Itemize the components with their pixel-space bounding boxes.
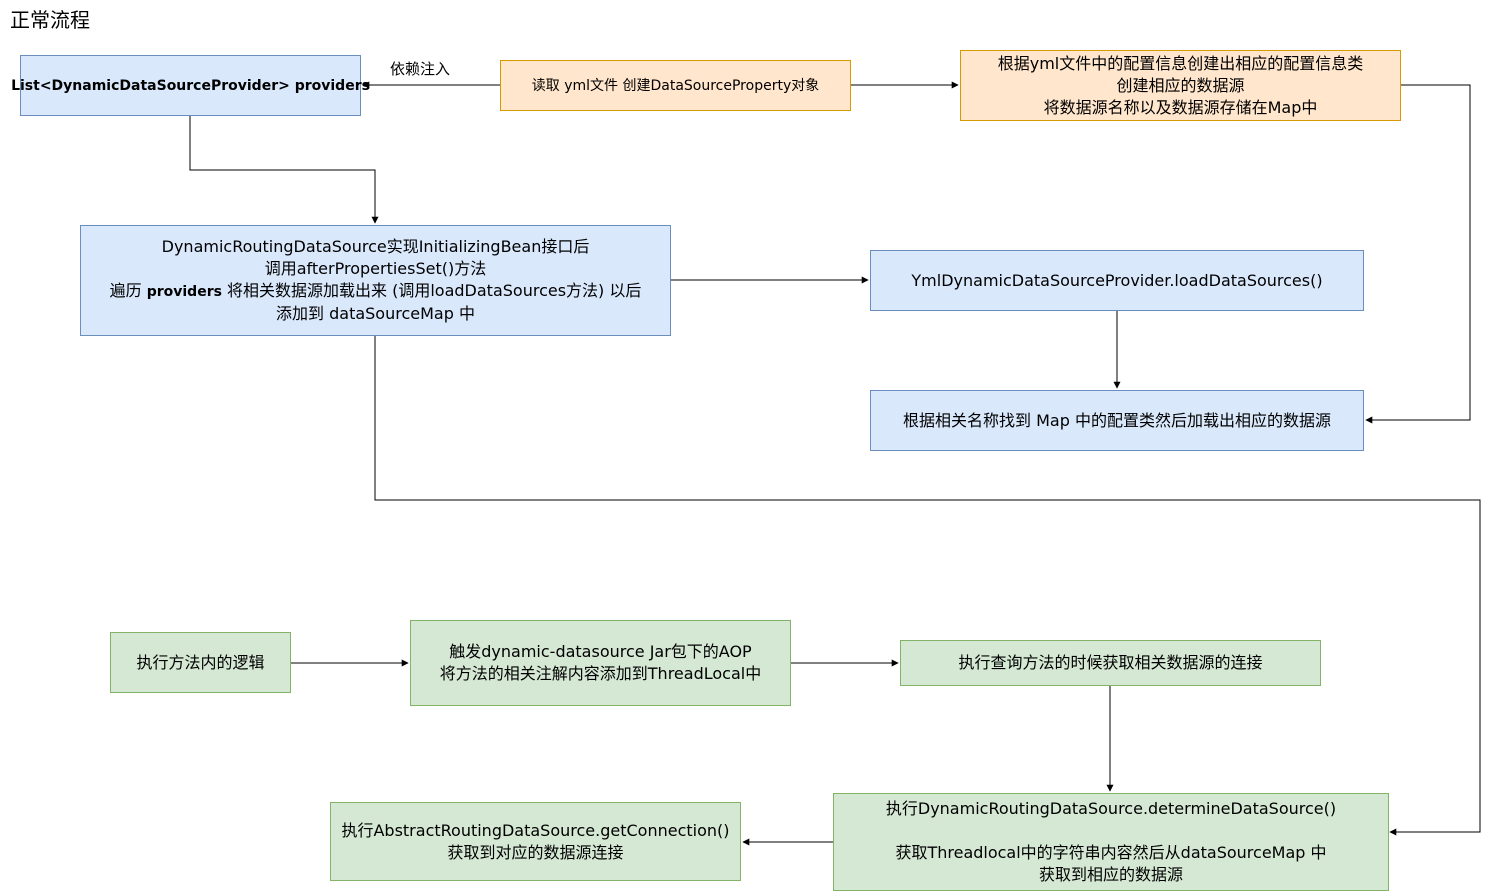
- node-get-connection-line-1: 执行AbstractRoutingDataSource.getConnectio…: [341, 820, 730, 840]
- page-title: 正常流程: [10, 8, 90, 32]
- node-routing-init-line-2: 调用afterPropertiesSet()方法: [264, 259, 487, 278]
- node-exec-method-line-1: 执行方法内的逻辑: [136, 652, 265, 672]
- node-get-connection-line-2: 获取到对应的数据源连接: [447, 842, 624, 862]
- line-3-suffix: 将相关数据源加载出来 (调用loadDataSources方法) 以后: [221, 281, 642, 300]
- line-3-prefix: 遍历: [109, 281, 147, 300]
- node-load-from-map-line-1: 根据相关名称找到 Map 中的配置类然后加载出相应的数据源: [903, 410, 1331, 430]
- node-determine-datasource-line-3: 获取Threadlocal中的字符串内容然后从dataSourceMap 中: [895, 843, 1327, 862]
- node-create-datasource-line-2: 创建相应的数据源: [1116, 75, 1245, 95]
- node-yml-provider-load-line-1: YmlDynamicDataSourceProvider.loadDataSou…: [911, 270, 1323, 290]
- node-create-datasource-line-1: 根据yml文件中的配置信息创建出相应的配置信息类: [997, 53, 1364, 73]
- node-trigger-aop-line-2: 将方法的相关注解内容添加到ThreadLocal中: [439, 664, 762, 683]
- node-routing-init[interactable]: DynamicRoutingDataSource实现InitializingBe…: [80, 225, 671, 336]
- node-providers-list-line-1: List<DynamicDataSourceProvider> provider…: [11, 77, 370, 94]
- node-routing-init-line-1: DynamicRoutingDataSource实现InitializingBe…: [161, 237, 590, 256]
- node-yml-provider-load[interactable]: YmlDynamicDataSourceProvider.loadDataSou…: [870, 250, 1364, 311]
- node-providers-list[interactable]: List<DynamicDataSourceProvider> provider…: [11, 55, 370, 116]
- node-create-datasource[interactable]: 根据yml文件中的配置信息创建出相应的配置信息类创建相应的数据源将数据源名称以及…: [960, 50, 1401, 121]
- node-routing-init-line-3: 遍历 providers 将相关数据源加载出来 (调用loadDataSourc…: [110, 280, 642, 303]
- node-trigger-aop-line-1: 触发dynamic-datasource Jar包下的AOP: [449, 642, 752, 661]
- providers-keyword: providers: [146, 284, 222, 300]
- node-get-connection[interactable]: 执行AbstractRoutingDataSource.getConnectio…: [330, 802, 741, 881]
- node-routing-init-line-4: 添加到 dataSourceMap 中: [276, 304, 475, 323]
- node-load-from-map[interactable]: 根据相关名称找到 Map 中的配置类然后加载出相应的数据源: [870, 390, 1364, 451]
- edge-create-datasource-to-load-from-map: [1365, 84, 1471, 424]
- node-query-connection-line-1: 执行查询方法的时候获取相关数据源的连接: [958, 653, 1263, 672]
- node-create-datasource-line-3: 将数据源名称以及数据源存储在Map中: [1043, 97, 1318, 117]
- node-determine-datasource-line-4: 获取到相应的数据源: [1038, 865, 1183, 884]
- node-trigger-aop[interactable]: 触发dynamic-datasource Jar包下的AOP 将方法的相关注解内容…: [410, 620, 791, 706]
- edge-providers-to-routing-init: [189, 115, 379, 224]
- node-query-connection[interactable]: 执行查询方法的时候获取相关数据源的连接: [900, 640, 1321, 686]
- node-read-yml[interactable]: 读取 yml文件 创建DataSourceProperty对象: [500, 60, 851, 111]
- node-read-yml-line-1: 读取 yml文件 创建DataSourceProperty对象: [531, 77, 820, 94]
- edge-routing-init-to-determine-datasource: [374, 335, 1481, 836]
- node-determine-datasource-line-1: 执行DynamicRoutingDataSource.determineData…: [885, 799, 1337, 818]
- edge-label-inject: 依赖注入: [390, 59, 451, 79]
- node-exec-method[interactable]: 执行方法内的逻辑: [110, 632, 291, 693]
- node-determine-datasource[interactable]: 执行DynamicRoutingDataSource.determineData…: [833, 793, 1389, 891]
